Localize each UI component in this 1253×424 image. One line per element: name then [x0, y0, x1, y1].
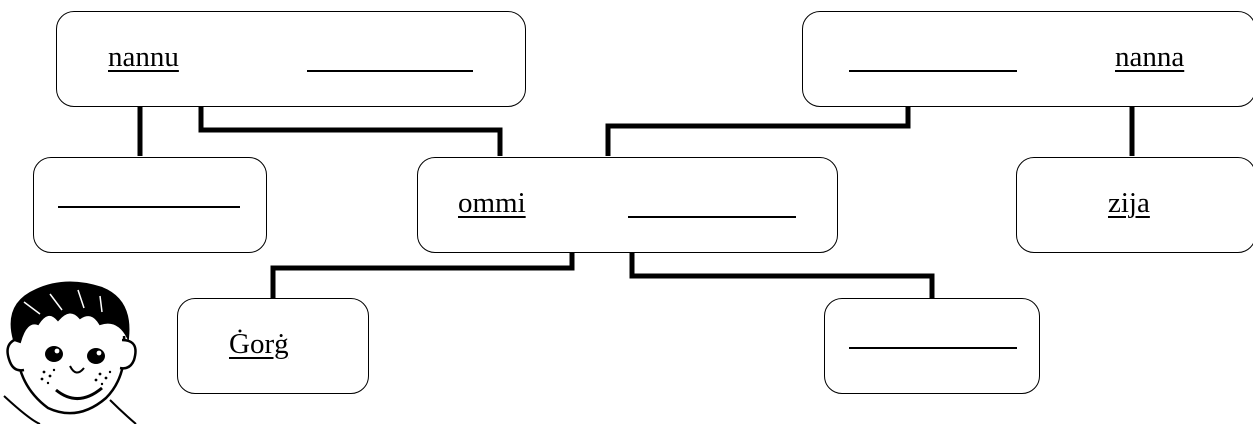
grandfather-blank[interactable] — [307, 70, 473, 72]
uncle-word: zija — [1108, 187, 1150, 219]
father-box — [33, 157, 267, 253]
mother-word: ommi — [458, 187, 526, 219]
grandmother-box: nanna — [802, 11, 1253, 107]
grandmother-word: nanna — [1115, 41, 1185, 73]
grandfather-word: nannu — [108, 41, 179, 73]
mother-blank[interactable] — [628, 216, 796, 218]
child-word: Ġorġ — [229, 328, 289, 360]
uncle-box: zija — [1016, 157, 1253, 253]
grandfather-box: nannu — [56, 11, 526, 107]
connector-mother-child — [270, 252, 575, 298]
connector-mother-sibling — [629, 252, 935, 298]
grandmother-blank[interactable] — [849, 70, 1017, 72]
father-blank[interactable] — [58, 206, 240, 208]
child-box: Ġorġ — [177, 298, 369, 394]
boy-face-icon — [3, 281, 137, 424]
connector-grandfather-mother — [198, 106, 503, 156]
sibling-blank[interactable] — [849, 347, 1017, 349]
mother-box: ommi — [417, 157, 838, 253]
sibling-box — [824, 298, 1040, 394]
connector-grandmother-mother — [605, 106, 911, 156]
